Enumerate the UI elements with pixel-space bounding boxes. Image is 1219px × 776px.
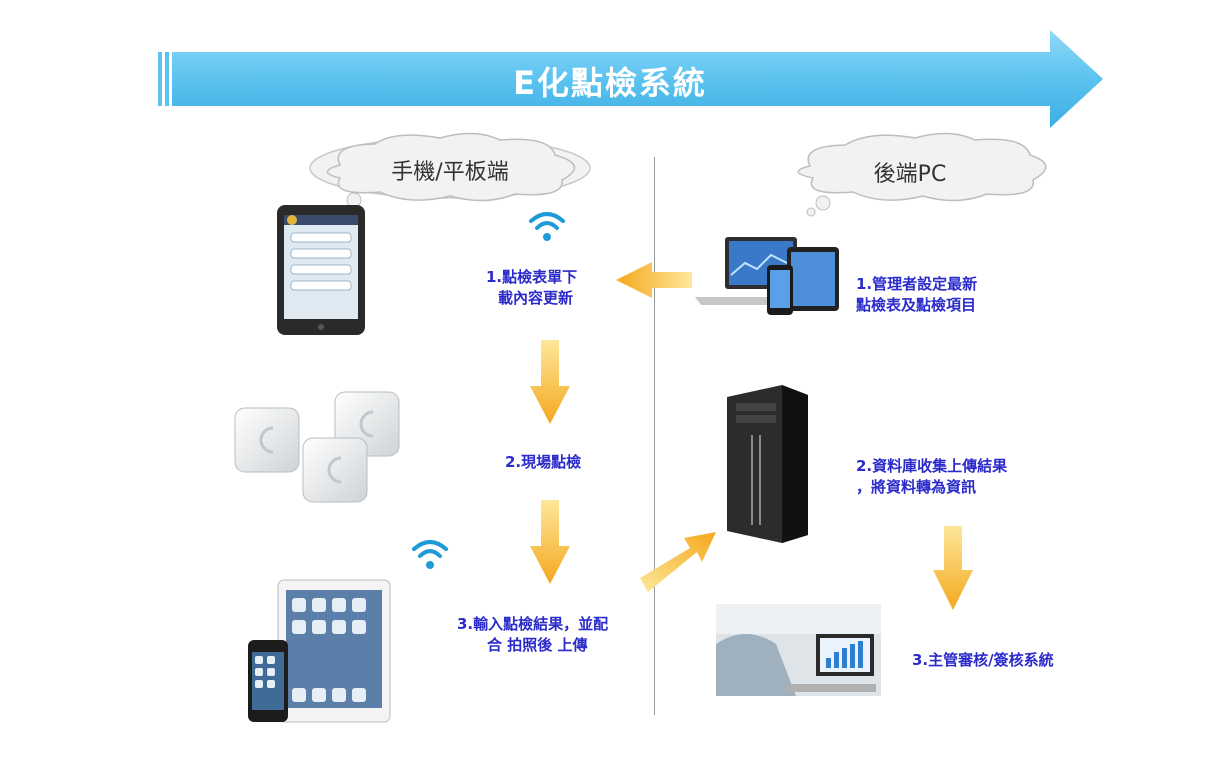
arrow-down-1 (530, 340, 570, 424)
arrow-diagonal (640, 532, 716, 592)
step-pc-2-line1: 2.資料庫收集上傳結果 (856, 457, 1008, 475)
step-pc-1: 1.管理者設定最新 點檢表及點檢項目 (856, 274, 977, 316)
cloud-backend-label: 後端PC (873, 162, 947, 187)
step-mobile-3: 3.輸入點檢結果，並配 合 拍照後 上傳 (457, 614, 608, 656)
step-pc-2: 2.資料庫收集上傳結果 ，將資料轉為資訊 (856, 456, 1007, 498)
step-mobile-3-line1: 3.輸入點檢結果，並配 (457, 615, 609, 633)
column-divider (654, 157, 655, 715)
desktop-tower-icon (727, 385, 808, 543)
tablet-icon (277, 205, 365, 335)
step-mobile-2: 2.現場點檢 (505, 453, 582, 471)
step-pc-1-line2: 點檢表及點檢項目 (856, 296, 977, 314)
step-pc-1-line1: 1.管理者設定最新 (856, 275, 978, 293)
nfc-tag-icon (234, 391, 400, 503)
arrow-down-3 (933, 526, 973, 610)
ipad-iphone-icon (248, 579, 391, 723)
step-mobile-1: 1.點檢表單下 載內容更新 (486, 267, 577, 309)
laptop-devices-icon (695, 237, 839, 315)
step-mobile-1-line1: 1.點檢表單下 (486, 268, 578, 286)
cloud-mobile-label: 手機/平板端 (391, 160, 509, 185)
step-pc-3: 3.主管審核/簽核系統 (912, 651, 1054, 669)
step-mobile-1-line2: 載內容更新 (498, 289, 574, 307)
step-pc-2-line2: ，將資料轉為資訊 (856, 478, 977, 496)
arrow-left (616, 262, 692, 298)
wifi-icon (412, 540, 448, 569)
banner-title: E化點檢系統 (513, 64, 707, 102)
cloud-mobile (309, 132, 591, 216)
wifi-icon (529, 212, 565, 241)
office-monitor-icon (716, 604, 881, 696)
arrow-down-2 (530, 500, 570, 584)
step-mobile-3-line2: 合 拍照後 上傳 (487, 636, 588, 654)
banner-arrow (158, 30, 1103, 128)
cloud-backend (797, 132, 1047, 217)
